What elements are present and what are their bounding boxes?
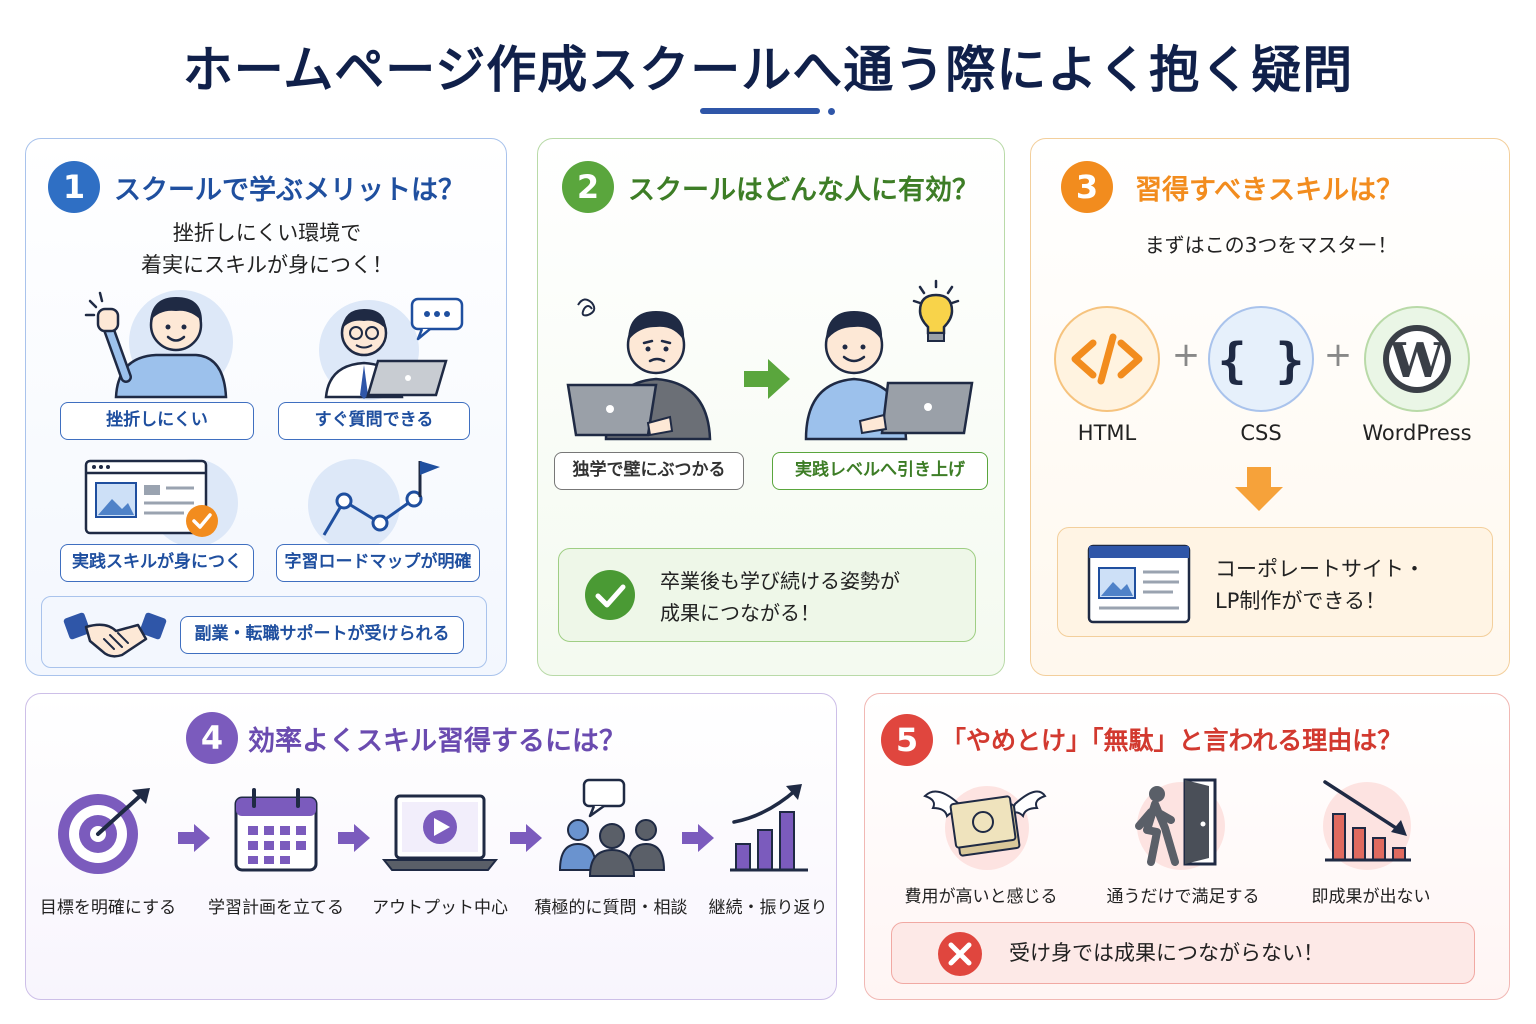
group-chat-icon <box>558 778 666 877</box>
card-number-badge: 3 <box>1061 161 1113 213</box>
code-tag-icon <box>1054 306 1160 412</box>
check-circle-icon <box>585 570 635 620</box>
lightbulb-icon <box>912 279 960 342</box>
declining-chart-icon <box>1323 780 1411 870</box>
card-who-benefits: 2 スクールはどんな人に有効？ 独学で壁にぶつかる 実践レベルへ引き上げ <box>537 138 1005 676</box>
card-title: スクールはどんな人に有効？ <box>628 175 979 206</box>
arrow-right-icon <box>178 824 210 852</box>
svg-text:W: W <box>1389 333 1445 389</box>
step-label-goal: 目標を明確にする <box>39 898 177 918</box>
card-number-badge: 5 <box>881 714 933 766</box>
warning-box <box>891 922 1475 984</box>
conclusion-line2: 成果につながる！ <box>660 601 820 625</box>
card-title: 効率よくスキル習得するには？ <box>248 726 626 757</box>
warning-text: 受け身では成果につながらない！ <box>1009 941 1324 965</box>
reason-label-passive: 通うだけで満足する <box>1106 887 1260 907</box>
skill-label-html: HTML <box>1077 421 1137 445</box>
card-lead-line2: 着実にスキルが身につく！ <box>141 253 393 277</box>
handshake-icon <box>63 612 167 658</box>
calendar-icon <box>234 788 318 872</box>
wordpress-icon: W <box>1364 306 1470 412</box>
card-efficient-learning: 4 効率よくスキル習得するには？ <box>25 693 837 1000</box>
curly-braces-icon: { } <box>1208 306 1314 412</box>
webpage-icon <box>1087 544 1191 624</box>
reason-label-no-results: 即成果が出ない <box>1311 887 1431 907</box>
svg-text:{ }: { } <box>1218 333 1305 389</box>
step-label-plan: 学習計画を立てる <box>208 898 344 918</box>
merit-pill-hard-to-quit: 挫折しにくい <box>60 402 254 440</box>
card-merits: 1 スクールで学ぶメリットは？ 挫折しにくい環境で 着実にスキルが身につく！ 挫… <box>25 138 507 676</box>
card-skills: 3 習得すべきスキルは？ まずはこの3つをマスター！ HTML + { } CS… <box>1030 138 1510 676</box>
arrow-down-icon <box>1235 467 1283 511</box>
card-number-badge: 4 <box>186 712 238 764</box>
video-laptop-icon <box>381 794 499 871</box>
card-lead: まずはこの3つをマスター！ <box>1144 233 1398 257</box>
confused-person-laptop-icon <box>566 298 712 441</box>
webpage-check-icon <box>84 459 238 547</box>
plus-sign: + <box>1171 335 1201 375</box>
card-title: 「やめとけ」「無駄」と言われる理由は？ <box>941 726 1403 755</box>
arrow-right-icon <box>510 824 542 852</box>
title-underline-dot <box>828 108 835 115</box>
merit-pill-practical-skills: 実践スキルが身につく <box>60 544 254 582</box>
step-label-ask: 積極的に質問・相談 <box>534 898 688 918</box>
result-line2: LP制作ができる！ <box>1215 589 1386 613</box>
reason-label-cost: 費用が高いと感じる <box>904 887 1058 907</box>
card-title: スクールで学ぶメリットは？ <box>114 175 465 206</box>
merit-pill-career-support: 副業・転職サポートが受けられる <box>180 616 464 654</box>
person-laptop-chat-icon <box>319 297 464 400</box>
target-icon <box>58 788 150 874</box>
arrow-right-icon <box>744 359 790 399</box>
merit-pill-quick-questions: すぐ質問できる <box>278 402 470 440</box>
happy-person-laptop-icon <box>804 311 974 441</box>
title-underline <box>700 108 820 114</box>
card-title: 習得すべきスキルは？ <box>1135 175 1404 206</box>
result-line1: コーポレートサイト・ <box>1215 557 1425 581</box>
before-label-pill: 独学で壁にぶつかる <box>554 452 744 490</box>
step-label-continue: 継続・振り返り <box>708 898 828 918</box>
merit-pill-roadmap: 字習ロードマップが明確 <box>276 544 480 582</box>
skill-label-wordpress: WordPress <box>1362 421 1472 445</box>
card-number-badge: 1 <box>48 161 100 213</box>
plus-sign: + <box>1323 335 1353 375</box>
card-number-badge: 2 <box>562 161 614 213</box>
step-label-output: アウトプット中心 <box>372 898 508 918</box>
x-circle-icon <box>938 932 982 976</box>
card-lead-line1: 挫折しにくい環境で <box>172 221 362 245</box>
roadmap-flag-icon <box>308 459 440 551</box>
arrow-right-icon <box>338 824 370 852</box>
flying-money-icon <box>923 786 1047 870</box>
arrow-right-icon <box>682 824 714 852</box>
walking-out-door-icon <box>1135 778 1225 870</box>
fist-pump-person-icon <box>84 290 233 399</box>
growth-chart-icon <box>730 784 808 872</box>
conclusion-line1: 卒業後も学び続ける姿勢が <box>660 569 900 593</box>
page-title: ホームページ作成スクールへ通う際によく抱く疑問 <box>182 41 1354 99</box>
skill-label-css: CSS <box>1240 421 1282 445</box>
after-label-pill: 実践レベルへ引き上げ <box>772 452 988 490</box>
card-criticism-reasons: 5 「やめとけ」「無駄」と言われる理由は？ 費用が高いと感じる 通うだけで満足す… <box>864 693 1510 1000</box>
